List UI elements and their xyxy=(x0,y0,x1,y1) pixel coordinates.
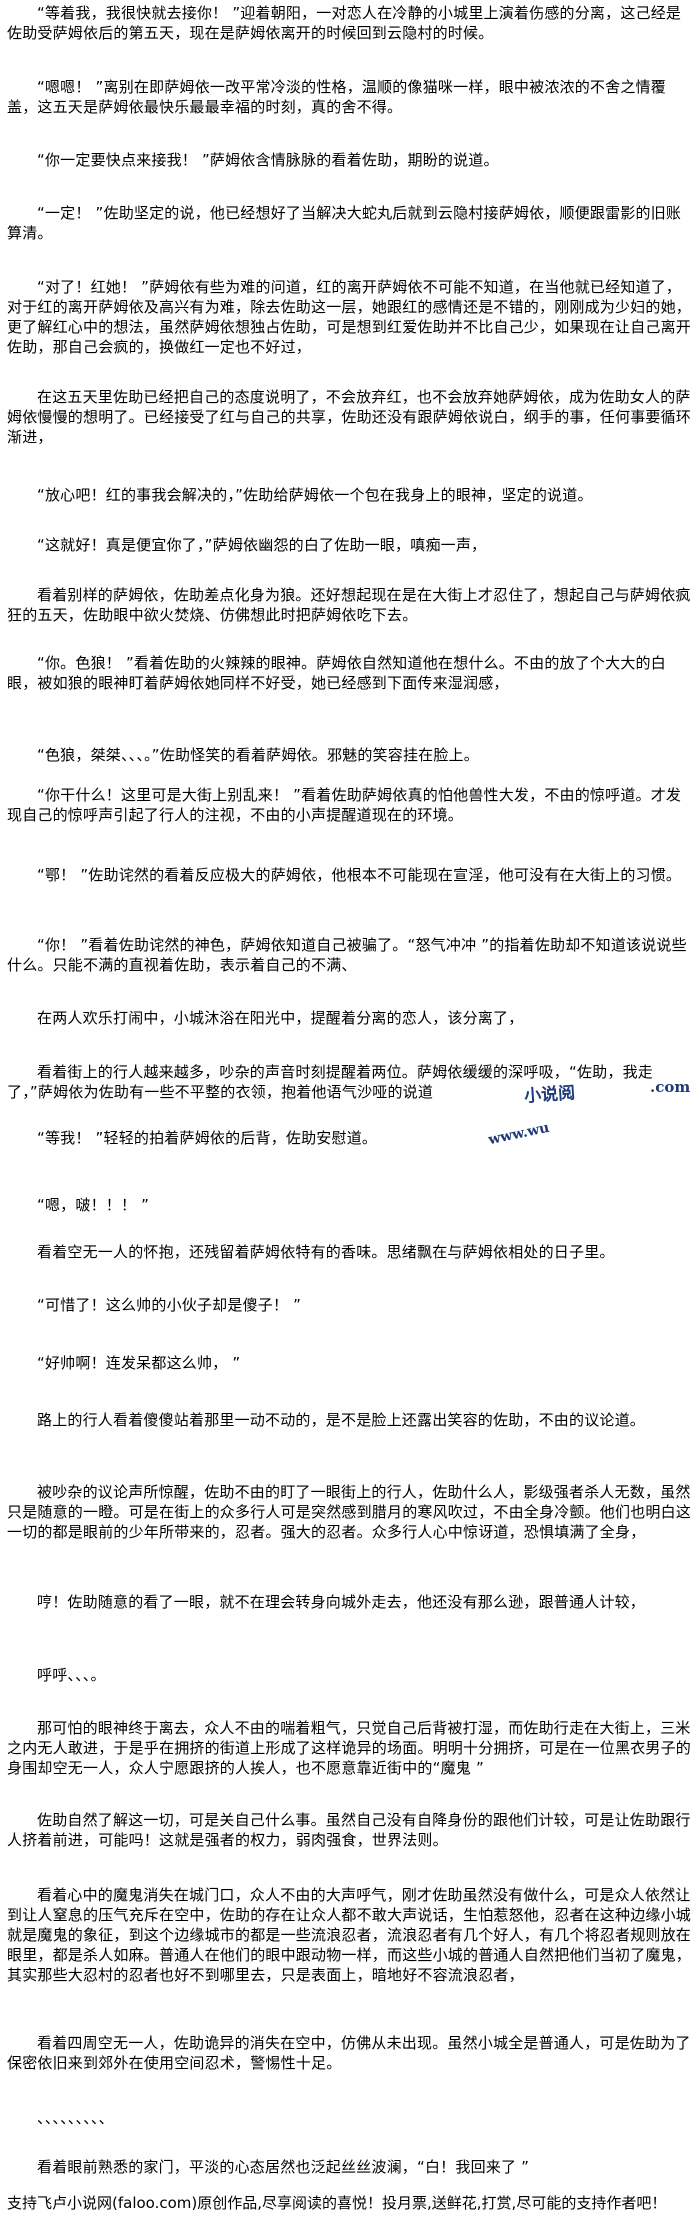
paragraph: “对了！红她！ ”萨姆依有些为难的问道，红的离开萨姆依不可能不知道，在当他就已经… xyxy=(7,278,692,356)
paragraph: “可惜了！这么帅的小伙子却是傻子！ ” xyxy=(37,1296,302,1314)
paragraph: 看着眼前熟悉的家门，平淡的心态居然也泛起丝丝波澜，“白！我回来了 ” xyxy=(37,2158,530,2176)
paragraph: “嗯，啵！！！ ” xyxy=(37,1196,150,1214)
paragraph: 看着空无一人的怀抱，还残留着萨姆依特有的香味。思绪飘在与萨姆依相处的日子里。 xyxy=(37,1243,615,1261)
paragraph: 佐助自然了解这一切，可是关自己什么事。虽然自己没有自降身份的跟他们计较，可是让佐… xyxy=(7,1811,691,1849)
support-footer: 支持飞卢小说网(faloo.com)原创作品,尽享阅读的喜悦！投月票,送鲜花,打… xyxy=(7,2194,667,2212)
paragraph: “好帅啊！连发呆都这么帅， ” xyxy=(37,1354,241,1372)
paragraph: 在这五天里佐助已经把自己的态度说明了，不会放弃红，也不会放弃她萨姆依，成为佐助女… xyxy=(7,388,692,446)
paragraph: “你。色狼！ ”看着佐助的火辣辣的眼神。萨姆依自然知道他在想什么。不由的放了个大… xyxy=(7,654,666,692)
paragraph: “等我！ ”轻轻的拍着萨姆依的后背，佐助安慰道。 xyxy=(37,1129,378,1147)
paragraph: 被吵杂的议论声所惊醒，佐助不由的盯了一眼街上的行人，佐助什么人，影级强者杀人无数… xyxy=(7,1483,692,1541)
paragraph: “鄂！ ”佐助诧然的看着反应极大的萨姆依，他根本不可能现在宣淫，他可没有在大街上… xyxy=(37,866,682,884)
paragraph: “色狼，桀桀、、、。”佐助怪笑的看着萨姆依。邪魅的笑容挂在脸上。 xyxy=(37,746,479,764)
paragraph: 在两人欢乐打闹中，小城沐浴在阳光中，提醒着分离的恋人，该分离了， xyxy=(37,1009,524,1027)
paragraph: 看着心中的魔鬼消失在城门口，众人不由的大声呼气，刚才佐助虽然没有做什么，可是众人… xyxy=(7,1886,692,1984)
watermark-upper: 小说阅 xyxy=(521,1078,578,1107)
paragraph: “放心吧！红的事我会解决的，”佐助给萨姆依一个包在我身上的眼神，坚定的说道。 xyxy=(37,486,593,504)
paragraph: 看着四周空无一人，佐助诡异的消失在空中，仿佛从未出现。虽然小城全是普通人，可是佐… xyxy=(7,2034,691,2072)
paragraph: 、、、、、、、、、 xyxy=(37,2109,114,2127)
paragraph: 哼！佐助随意的看了一眼，就不在理会转身向城外走去，他还没有那么逊，跟普通人计较， xyxy=(37,1593,646,1611)
paragraph: 看着街上的行人越来越多，吵杂的声音时刻提醒着两位。萨姆依缓缓的深呼吸，“佐助，我… xyxy=(7,1063,653,1101)
paragraph: 那可怕的眼神终于离去，众人不由的喘着粗气，只觉自己后背被打湿，而佐助行走在大街上… xyxy=(7,1719,692,1777)
paragraph: 呼呼、、、。 xyxy=(37,1666,106,1684)
paragraph: “一定！ ”佐助坚定的说，他已经想好了当解决大蛇丸后就到云隐村接萨姆依，顺便跟雷… xyxy=(7,204,682,242)
paragraph: 看着别样的萨姆依，佐助差点化身为狼。还好想起现在是在大街上才忍住了，想起自己与萨… xyxy=(7,586,691,624)
paragraph: “你一定要快点来接我！ ”萨姆依含情脉脉的看着佐助，期盼的说道。 xyxy=(37,151,499,169)
paragraph: “这就好！真是便宜你了，”萨姆依幽怨的白了佐助一眼，嗔痴一声， xyxy=(37,536,487,554)
watermark-upper-tail: .com xyxy=(650,1078,691,1096)
paragraph: “你！ ”看着佐助诧然的神色，萨姆依知道自己被骗了。“怒气冲冲 ”的指着佐助却不… xyxy=(7,936,687,974)
paragraph: 路上的行人看着傻傻站着那里一动不动的，是不是脸上还露出笑容的佐助，不由的议论道。 xyxy=(37,1411,646,1429)
paragraph: “你干什么！这里可是大街上别乱来！ ”看着佐助萨姆依真的怕他兽性大发，不由的惊呼… xyxy=(7,786,682,824)
paragraph: “等着我，我很快就去接你！ ”迎着朝阳，一对恋人在冷静的小城里上演着伤感的分离，… xyxy=(7,4,682,42)
paragraph: “嗯嗯！ ”离别在即萨姆依一改平常冷淡的性格，温顺的像猫咪一样，眼中被浓浓的不舍… xyxy=(7,78,666,116)
